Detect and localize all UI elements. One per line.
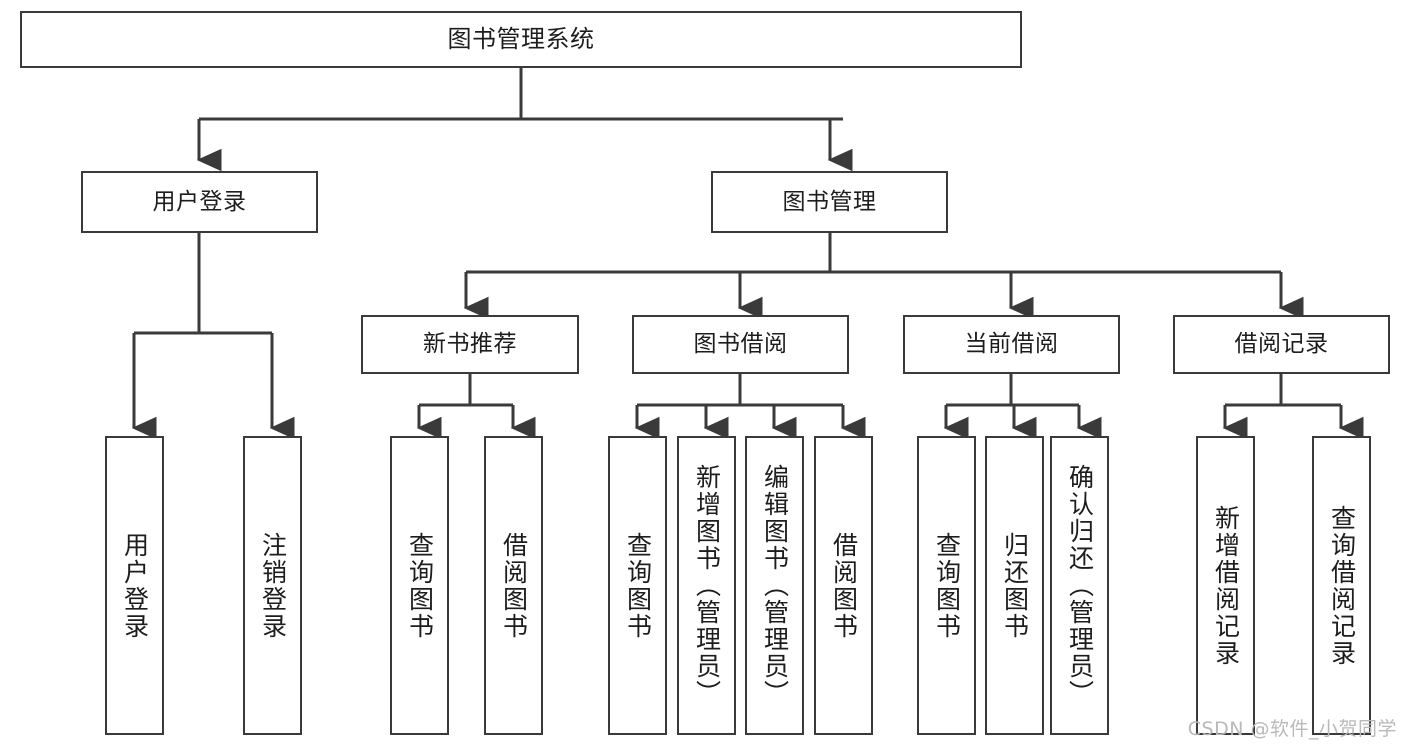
node-book-borrow[interactable]: 图书借阅	[632, 315, 849, 374]
node-label: 图书管理系统	[447, 24, 595, 53]
node-label: 图书借阅	[693, 331, 788, 358]
leaf-borrow-book-recommend[interactable]: 借阅图书	[484, 436, 543, 735]
node-root-book-management-system[interactable]: 图书管理系统	[20, 11, 1022, 68]
node-label: 新增图书（管理员）	[692, 464, 722, 707]
node-label: 查询图书	[932, 531, 962, 640]
leaf-query-book-current[interactable]: 查询图书	[917, 436, 976, 735]
node-label: 查询借阅记录	[1327, 504, 1357, 667]
watermark: CSDN @软件_小贺同学	[1187, 718, 1397, 740]
node-label: 用户登录	[120, 531, 150, 640]
leaf-confirm-return-admin[interactable]: 确认归还（管理员）	[1050, 436, 1109, 735]
node-label: 注销登录	[258, 531, 288, 640]
node-label: 确认归还（管理员）	[1065, 464, 1095, 707]
leaf-query-borrow-record[interactable]: 查询借阅记录	[1312, 436, 1371, 735]
node-label: 新书推荐	[423, 331, 517, 358]
leaf-query-book-borrow[interactable]: 查询图书	[608, 436, 667, 735]
node-borrow-record[interactable]: 借阅记录	[1173, 315, 1390, 374]
leaf-logout[interactable]: 注销登录	[243, 436, 302, 735]
node-label: 当前借阅	[964, 331, 1059, 358]
leaf-add-book-admin[interactable]: 新增图书（管理员）	[677, 436, 736, 735]
node-label: 用户登录	[152, 188, 247, 215]
leaf-return-book[interactable]: 归还图书	[985, 436, 1044, 735]
node-user-login[interactable]: 用户登录	[81, 171, 318, 233]
node-label: 图书管理	[782, 188, 877, 215]
leaf-edit-book-admin[interactable]: 编辑图书（管理员）	[745, 436, 804, 735]
node-label: 查询图书	[405, 531, 435, 640]
node-label: 编辑图书（管理员）	[760, 464, 790, 707]
node-label: 借阅记录	[1234, 331, 1329, 358]
node-label: 查询图书	[623, 531, 653, 640]
leaf-add-borrow-record[interactable]: 新增借阅记录	[1196, 436, 1255, 735]
node-label: 借阅图书	[829, 531, 859, 640]
node-new-book-recommend[interactable]: 新书推荐	[361, 315, 579, 374]
leaf-borrow-book[interactable]: 借阅图书	[814, 436, 873, 735]
node-label: 归还图书	[1000, 531, 1030, 640]
node-current-borrow[interactable]: 当前借阅	[903, 315, 1120, 374]
node-book-management[interactable]: 图书管理	[711, 171, 948, 233]
node-label: 新增借阅记录	[1211, 504, 1241, 667]
leaf-user-login[interactable]: 用户登录	[105, 436, 164, 735]
node-label: 借阅图书	[499, 531, 529, 640]
leaf-query-book-recommend[interactable]: 查询图书	[390, 436, 449, 735]
